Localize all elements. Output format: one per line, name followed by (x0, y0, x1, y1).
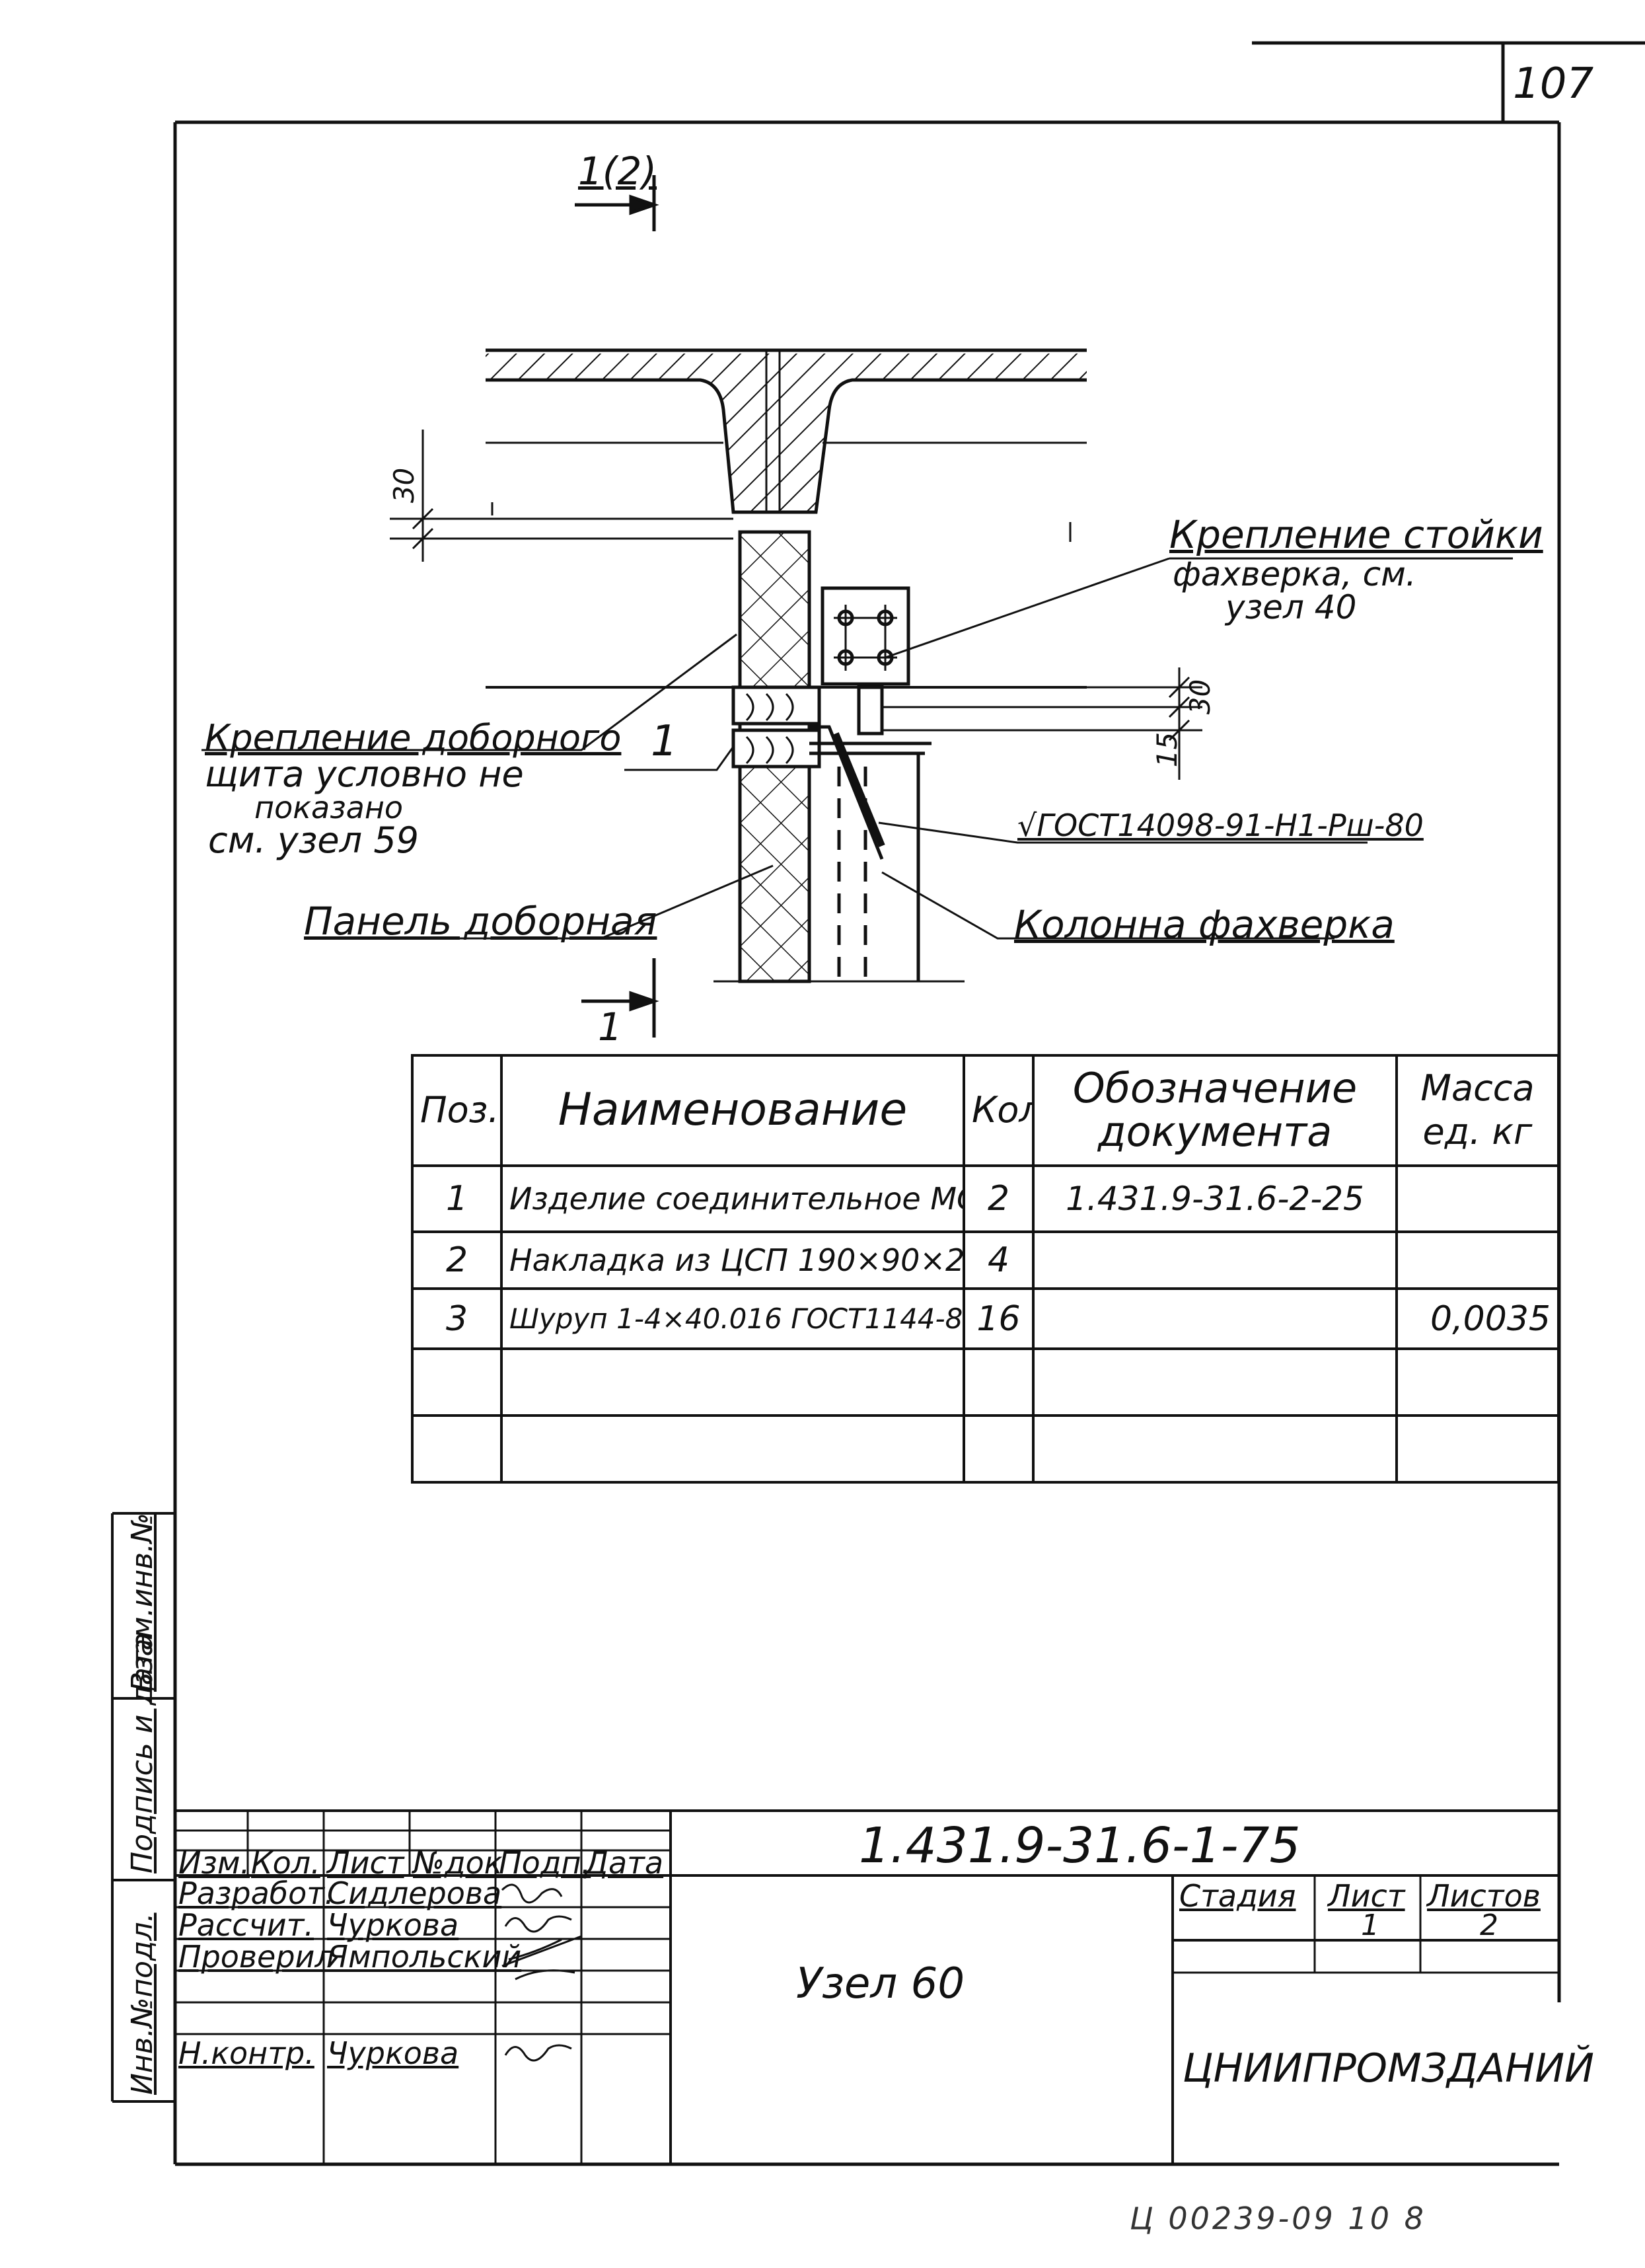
side-label-inv-orig: Инв.№подл. (126, 1912, 159, 2095)
spec-cell-name (500, 1347, 965, 1418)
tb-sheet-value: 1 (1361, 1909, 1379, 1942)
tb-role-checked: Проверил (178, 1939, 334, 1975)
tb-header-podp: Подп. (499, 1845, 591, 1881)
wall-panel (731, 530, 821, 983)
table-row: 1 Изделие соединительное МС54 2 1.431.9-… (411, 1164, 1560, 1234)
callout-fastening-panel-2: щита условно не (205, 753, 524, 795)
sheet-frame (173, 41, 1645, 2166)
spec-cell-mass (1395, 1414, 1560, 1484)
callout-fastening-panel-4: см. узел 59 (208, 819, 420, 861)
spec-cell-qty: 16 (963, 1287, 1035, 1351)
spec-cell-doc (1032, 1347, 1398, 1418)
tb-stage-label: Стадия (1179, 1878, 1296, 1914)
drawing-title: Узел 60 (796, 1959, 965, 2008)
section-marker-bottom (581, 958, 659, 1038)
spec-cell-mass: 0,0035 (1395, 1287, 1560, 1351)
tb-role-norm-control: Н.контр. (178, 2035, 314, 2071)
tb-sheets-label: Листов (1427, 1878, 1541, 1914)
tb-header-list: Лист (327, 1845, 404, 1881)
table-row (411, 1414, 1560, 1484)
spec-header-doc-line2: документа (1097, 1108, 1333, 1156)
tb-name-calculated: Чуркова (327, 1907, 459, 1943)
table-row: 2 Накладка из ЦСП 190×90×20 4 (411, 1230, 1560, 1291)
sheet-corner-number: 107 (1513, 59, 1594, 108)
spec-cell-pos: 1 (411, 1164, 503, 1234)
side-label-sign-date: Подпись и дата (126, 1632, 159, 1873)
column (713, 725, 965, 983)
spec-cell-mass (1395, 1347, 1560, 1418)
spec-cell-doc: 1.431.9-31.6-2-25 (1032, 1164, 1398, 1234)
spec-header-qty: Кол. (963, 1054, 1035, 1167)
dimension-30-left (390, 430, 733, 562)
spec-cell-doc (1032, 1230, 1398, 1291)
spec-cell-doc (1032, 1414, 1398, 1484)
spec-header-mass: Масса ед. кг (1395, 1054, 1560, 1167)
dimension-30-left-label: 30 (388, 467, 421, 504)
spec-header-doc-line1: Обозначение (1072, 1064, 1358, 1113)
tb-sheet-label: Лист (1328, 1878, 1405, 1914)
callout-column: Колонна фахверка (1014, 902, 1395, 947)
callout-fastening-post-1: Крепление стойки (1169, 512, 1543, 557)
spec-cell-name: Изделие соединительное МС54 (500, 1164, 965, 1234)
spec-header-pos: Поз. (411, 1054, 503, 1167)
spec-cell-pos: 2 (411, 1230, 503, 1291)
spec-header-doc: Обозначение документа (1032, 1054, 1398, 1167)
spec-header-mass-line1: Масса (1420, 1067, 1535, 1110)
spec-header-name: Наименование (500, 1054, 965, 1167)
spec-cell-mass (1395, 1164, 1560, 1234)
tb-header-ndok: №док (413, 1845, 503, 1881)
dimension-15-label: 15 (1151, 732, 1184, 768)
spec-cell-name: Шуруп 1-4×40.016 ГОСТ1144-80 (500, 1287, 965, 1351)
signatures (501, 1883, 582, 2062)
leader-lines (201, 557, 1513, 940)
handwritten-footer: Ц 00239-09 10 8 (1130, 2201, 1426, 2236)
tb-role-developer: Разработ. (178, 1875, 334, 1911)
specification-table: Поз. Наименование Кол. Обозначение докум… (411, 1054, 1560, 1484)
tb-name-norm-control: Чуркова (327, 2035, 459, 2071)
dimension-right (826, 667, 1202, 780)
spec-cell-doc (1032, 1287, 1398, 1351)
callout-position-1: 1 (651, 717, 678, 766)
spec-cell-qty (963, 1347, 1035, 1418)
callout-fastening-post-3: узел 40 (1225, 588, 1357, 626)
dimension-30-right-label: 30 (1184, 679, 1217, 715)
tb-name-developer: Сидлерова (327, 1875, 502, 1911)
tb-header-izm: Изм. (178, 1845, 250, 1881)
spec-cell-name: Накладка из ЦСП 190×90×20 (500, 1230, 965, 1291)
tb-header-data: Дата (585, 1845, 664, 1881)
section-mark-bottom-label: 1 (598, 1004, 622, 1049)
spec-cell-name (500, 1414, 965, 1484)
spec-cell-qty (963, 1414, 1035, 1484)
spec-cell-qty: 4 (963, 1230, 1035, 1291)
spec-header-mass-line2: ед. кг (1422, 1111, 1533, 1153)
organization-name: ЦНИИПРОМЗДАНИЙ (1183, 2045, 1595, 2092)
spec-cell-mass (1395, 1230, 1560, 1291)
fastening-plate (821, 586, 910, 736)
tb-sheets-value: 2 (1480, 1909, 1498, 1942)
section-mark-top-label: 1(2) (578, 149, 657, 194)
callout-panel: Панель доборная (304, 899, 657, 944)
callout-fastening-panel-1: Крепление доборного (205, 717, 622, 759)
tb-name-checked: Ямпольский (327, 1939, 522, 1975)
table-row: 3 Шуруп 1-4×40.016 ГОСТ1144-80 16 0,0035 (411, 1287, 1560, 1351)
spec-header-row: Поз. Наименование Кол. Обозначение докум… (411, 1054, 1560, 1167)
title-block-lines (111, 1512, 1559, 2164)
spec-cell-qty: 2 (963, 1164, 1035, 1234)
section-marker-top (575, 175, 659, 231)
spec-cell-pos: 3 (411, 1287, 503, 1351)
spec-cell-pos (411, 1347, 503, 1418)
callout-gost: √ГОСТ14098-91-Н1-Рш-80 (1017, 808, 1424, 843)
callout-fastening-panel-3: показано (254, 790, 404, 825)
tb-role-calculated: Рассчит. (178, 1907, 314, 1943)
tb-header-kol: Кол. (251, 1845, 320, 1881)
spec-cell-pos (411, 1414, 503, 1484)
document-code: 1.431.9-31.6-1-75 (859, 1817, 1301, 1874)
callout-fastening-post-2: фахверка, см. (1173, 555, 1416, 593)
table-row (411, 1347, 1560, 1418)
